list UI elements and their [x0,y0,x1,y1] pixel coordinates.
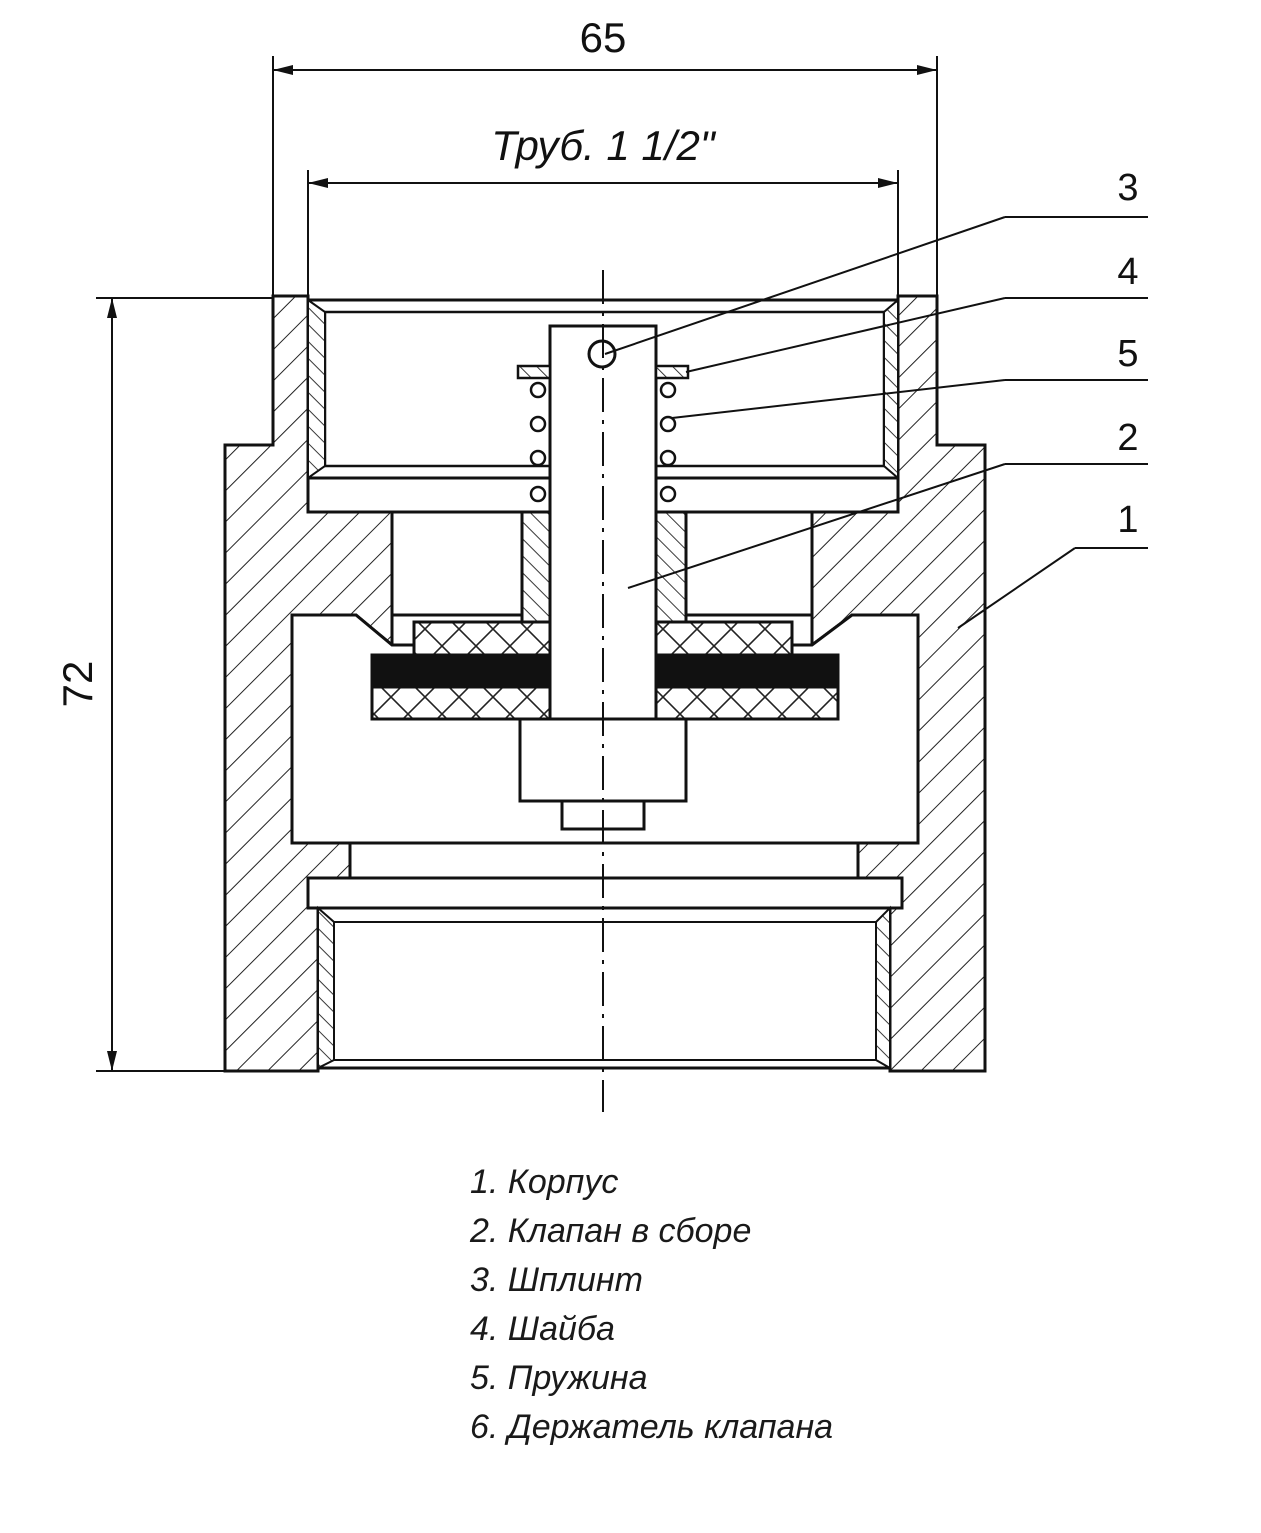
parts-legend: 1. Корпус 2. Клапан в сборе 3. Шплинт 4.… [470,1158,833,1452]
dimension-height: 72 [54,661,101,708]
dimension-pipe: Труб. 1 1/2" [491,122,717,169]
callout-1: 1 [1117,499,1138,541]
dimension-width: 65 [580,14,627,61]
washer [516,364,690,380]
dimension-lines [107,65,937,1071]
legend-item: 4. Шайба [470,1310,615,1348]
legend-item: 3. Шплинт [470,1261,643,1299]
callout-5: 5 [1117,333,1138,375]
callout-2: 2 [1117,417,1138,459]
leader-lines [604,216,1148,629]
lower-thread [306,876,904,1070]
callout-4: 4 [1117,251,1138,293]
legend-item: 6. Держатель клапана [470,1408,834,1446]
legend-item: 2. Клапан в сборе [470,1212,752,1250]
legend-item: 5. Пружина [470,1359,648,1397]
callout-3: 3 [1117,167,1138,209]
spring [529,381,677,503]
legend-item: 1. Корпус [470,1163,619,1201]
extension-lines [96,56,938,1072]
